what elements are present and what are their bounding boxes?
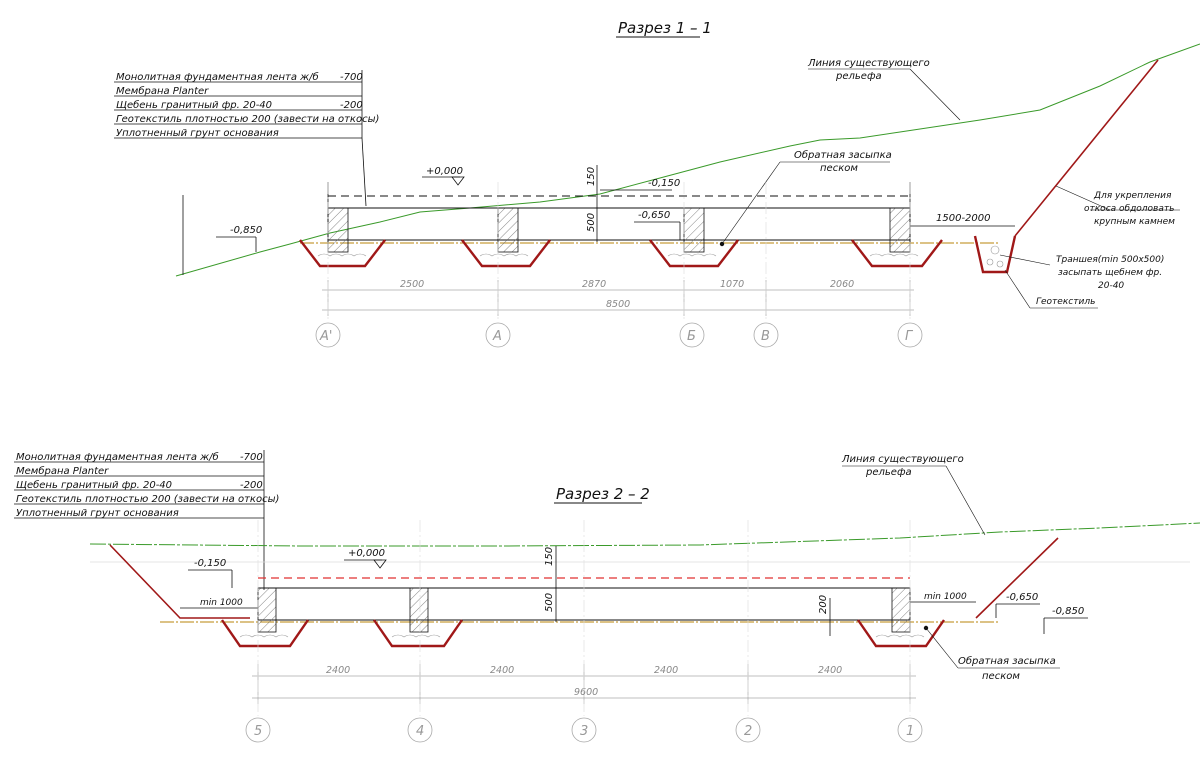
- backfill-label-2b: песком: [982, 671, 1020, 682]
- axis-lines-1: [327, 182, 911, 322]
- level-m850-1: -0,850: [230, 225, 262, 236]
- level-m150-1: -0,150: [648, 178, 680, 189]
- geotextile-note: Геотекстиль: [1036, 297, 1095, 307]
- wall-a-prime: [327, 207, 349, 253]
- layer2-3-value: -200: [240, 480, 263, 491]
- layer2-5-label: Уплотненный грунт основания: [16, 508, 179, 519]
- wall-g: [889, 207, 911, 253]
- wall-a: [497, 207, 519, 253]
- axis-4: 4: [416, 724, 424, 739]
- slope-right-2: [975, 537, 1059, 619]
- level-m650-1: -0,650: [638, 210, 670, 221]
- axis-5: 5: [254, 724, 262, 739]
- backfill-label-1a: Обратная засыпка: [794, 149, 892, 161]
- height-150-1: 150: [586, 167, 597, 186]
- level-zero-2: +0,000: [348, 548, 385, 559]
- footings-1: [299, 235, 1017, 274]
- layer2-1-value: -700: [240, 452, 263, 463]
- trench-note-3: 20-40: [1098, 281, 1124, 291]
- dim2-3: 2400: [654, 665, 678, 676]
- dim-8500: 8500: [606, 299, 630, 310]
- terrain-label-1b: рельефа: [835, 71, 882, 82]
- dim2-total: 9600: [574, 687, 598, 698]
- layer-3-value: -200: [340, 100, 363, 111]
- level-m150-2: -0,150: [194, 558, 226, 569]
- wall-b: [683, 207, 705, 253]
- level-zero-1: +0,000: [426, 166, 463, 177]
- layer2-4-label: Геотекстиль плотностью 200 (завести на о…: [16, 494, 279, 505]
- level-m850-2: -0,850: [1052, 606, 1084, 617]
- min-right-2: min 1000: [924, 592, 967, 602]
- layer-2-label: Мембрана Planter: [116, 85, 209, 97]
- wall-1: [891, 587, 911, 633]
- axis-a: А: [492, 329, 502, 344]
- terrain-label-2a: Линия существующего: [841, 454, 964, 465]
- section-1-layer-legend: Монолитная фундаментная лента ж/б -700 М…: [114, 70, 379, 207]
- layer-1-value: -700: [340, 72, 363, 83]
- dim2-1: 2400: [326, 665, 350, 676]
- height-200-2: 200: [818, 595, 829, 614]
- slope-note-3: крупным камнем: [1094, 217, 1175, 227]
- dim-2500: 2500: [400, 279, 424, 290]
- trench-note-2: засыпать щебнем фр.: [1058, 268, 1162, 278]
- terrain-label-1a: Линия существующего: [807, 58, 930, 69]
- terrain-label-2b: рельефа: [865, 467, 912, 478]
- section-2: Разрез 2 – 2 Монолитная фундаментная лен…: [14, 450, 1200, 743]
- axis-3: 3: [580, 724, 588, 739]
- slope-note-2: откоса обдоловать: [1084, 204, 1174, 214]
- axis-circles-2: [245, 717, 923, 743]
- height-500-2: 500: [544, 593, 555, 612]
- section-2-layer-legend: Монолитная фундаментная лента ж/б -700 М…: [14, 450, 279, 590]
- dim2-2: 2400: [490, 665, 514, 676]
- slope-left-2: [109, 544, 250, 619]
- layer-1-label: Монолитная фундаментная лента ж/б: [116, 71, 319, 83]
- layer2-1-label: Монолитная фундаментная лента ж/б: [16, 451, 219, 463]
- axis-b: Б: [687, 329, 696, 344]
- backfill-label-1b: песком: [820, 163, 858, 174]
- height-500-1: 500: [586, 213, 597, 232]
- offset-dim-1: 1500-2000: [936, 213, 991, 224]
- height-150-2: 150: [544, 547, 555, 566]
- dim2-4: 2400: [818, 665, 842, 676]
- backfill-marker-1: [719, 241, 725, 247]
- layer-3-label: Щебень гранитный фр. 20-40: [116, 99, 272, 111]
- gravel-1: [317, 245, 1004, 268]
- trench-note-1: Траншея(min 500х500): [1056, 255, 1164, 265]
- section-2-title: Разрез 2 – 2: [556, 485, 650, 503]
- axis-v: В: [761, 329, 770, 344]
- min-left-2: min 1000: [200, 598, 243, 608]
- axis-lines-2: [257, 520, 911, 716]
- layer2-3-label: Щебень гранитный фр. 20-40: [16, 479, 172, 491]
- axis-g: Г: [905, 329, 914, 344]
- section-1: Разрез 1 – 1 Монолитная фундаментная лен…: [114, 19, 1200, 348]
- section-1-title: Разрез 1 – 1: [618, 19, 712, 37]
- axis-a-prime: А': [319, 329, 332, 344]
- axis-1: 1: [906, 724, 914, 739]
- dim-2870: 2870: [582, 279, 606, 290]
- wall-5: [257, 587, 277, 633]
- layer2-2-label: Мембрана Planter: [16, 465, 109, 477]
- axis-circles-1: [315, 322, 923, 348]
- terrain-line-2: [89, 522, 1200, 547]
- gravel-2: [239, 634, 925, 638]
- dim-1070: 1070: [720, 279, 744, 290]
- layer-4-label: Геотекстиль плотностью 200 (завести на о…: [116, 114, 379, 125]
- dim-2060: 2060: [830, 279, 854, 290]
- axis-2: 2: [744, 724, 752, 739]
- slope-line-1: [1014, 59, 1159, 237]
- level-m650-2: -0,650: [1006, 592, 1038, 603]
- slope-note-1: Для укрепления: [1093, 191, 1172, 201]
- backfill-label-2a: Обратная засыпка: [958, 655, 1056, 667]
- footings-2: [221, 619, 945, 648]
- layer-5-label: Уплотненный грунт основания: [116, 128, 279, 139]
- wall-4: [409, 587, 429, 633]
